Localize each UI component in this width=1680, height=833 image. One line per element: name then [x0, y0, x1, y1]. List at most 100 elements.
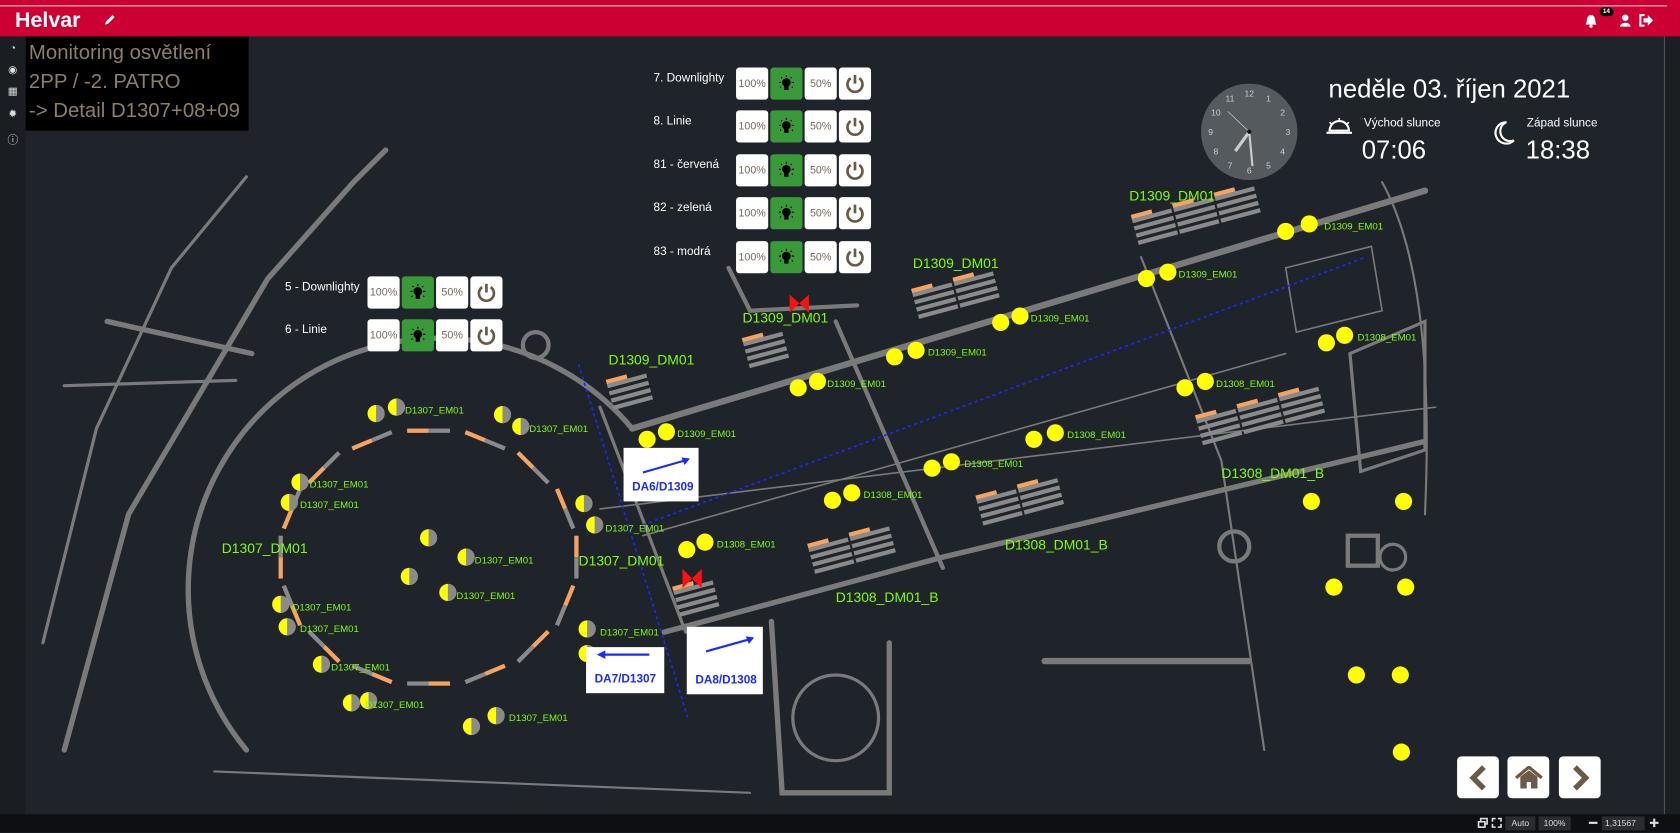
- emergency-light[interactable]: D1309_EM01: [886, 341, 987, 366]
- ring-fixture[interactable]: [278, 535, 283, 579]
- emergency-light[interactable]: D1308_EM01: [823, 484, 923, 509]
- light[interactable]: [1325, 578, 1343, 596]
- ring-fixture[interactable]: [307, 629, 341, 664]
- light[interactable]: [1394, 492, 1413, 510]
- light-fixture-group[interactable]: [975, 474, 1065, 526]
- light-fixture-group[interactable]: [1194, 383, 1326, 446]
- area-link-box[interactable]: DA8/D1308: [686, 626, 763, 695]
- light[interactable]: [1347, 666, 1365, 684]
- emergency-light[interactable]: D1307_EM01: [280, 493, 359, 512]
- ring-fixture[interactable]: [407, 681, 450, 686]
- level-50-button[interactable]: 50%: [804, 110, 837, 143]
- level-50-button[interactable]: 50%: [436, 276, 469, 309]
- light-fixture-group[interactable]: [741, 328, 790, 369]
- level-100-button[interactable]: 100%: [736, 197, 769, 230]
- emergency-light[interactable]: D1307_EM01: [462, 707, 568, 735]
- light[interactable]: [1391, 666, 1409, 684]
- eye-icon[interactable]: ◉: [8, 64, 18, 77]
- level-50-button[interactable]: 50%: [804, 154, 837, 187]
- scrollbar[interactable]: [1663, 36, 1680, 815]
- light-on-button[interactable]: [401, 319, 434, 352]
- light-on-button[interactable]: [770, 154, 803, 187]
- level-50-button[interactable]: 50%: [436, 319, 469, 352]
- info-icon[interactable]: ⓘ: [7, 134, 19, 147]
- light-fixture-group[interactable]: [1130, 182, 1261, 245]
- emergency-light[interactable]: D1308_EM01: [1025, 424, 1126, 448]
- dashboard-icon[interactable]: ◔: [9, 42, 17, 55]
- level-100-button[interactable]: 100%: [736, 241, 769, 274]
- zoom-out-icon[interactable]: [1588, 817, 1599, 828]
- ring-fixture[interactable]: [281, 584, 303, 627]
- level-100-button[interactable]: 100%: [736, 110, 769, 143]
- light-on-button[interactable]: [770, 197, 803, 230]
- emergency-light[interactable]: D1307_EM01: [400, 567, 516, 602]
- power-off-button[interactable]: [838, 154, 872, 187]
- calendar-icon[interactable]: ▦: [7, 85, 18, 98]
- gear-icon[interactable]: ✹: [8, 108, 18, 120]
- emergency-light[interactable]: D1308_EM01: [923, 453, 1024, 477]
- fullscreen-icon[interactable]: [1491, 817, 1502, 828]
- zoom-100-button[interactable]: 100%: [1538, 816, 1571, 831]
- light-on-button[interactable]: [401, 276, 434, 309]
- zoom-in-icon[interactable]: [1649, 817, 1660, 828]
- emergency-light[interactable]: D1309_EM01: [789, 372, 886, 397]
- ring-fixture[interactable]: [351, 430, 393, 451]
- ring-fixture[interactable]: [554, 488, 576, 530]
- logout-icon[interactable]: [1639, 13, 1654, 27]
- brand-logo[interactable]: Helvar: [14, 8, 81, 33]
- power-off-button[interactable]: [838, 67, 872, 100]
- ring-fixture[interactable]: [351, 663, 393, 685]
- ring-fixture[interactable]: [464, 430, 506, 451]
- home-button[interactable]: [1507, 756, 1550, 799]
- light-on-button[interactable]: [770, 241, 803, 274]
- level-100-button[interactable]: 100%: [736, 67, 769, 100]
- zoom-auto-button[interactable]: Auto: [1505, 816, 1536, 831]
- emergency-light[interactable]: D1307_EM01: [367, 398, 464, 423]
- ring-fixture[interactable]: [574, 535, 579, 579]
- emergency-light[interactable]: D1309_EM01: [638, 423, 736, 448]
- ring-fixture[interactable]: [516, 629, 550, 664]
- area-link-box[interactable]: DA6/D1309: [623, 447, 699, 502]
- emergency-light[interactable]: D1309_EM01: [1137, 263, 1238, 288]
- emergency-light[interactable]: D1307_EM01: [272, 595, 351, 614]
- scale-input[interactable]: 1,31567: [1601, 816, 1645, 831]
- emergency-light[interactable]: D1309_EM01: [992, 307, 1090, 332]
- light-on-button[interactable]: [770, 67, 803, 100]
- emergency-light[interactable]: D1307_EM01: [278, 618, 359, 636]
- fault-icon[interactable]: [682, 294, 809, 589]
- light-fixture-group[interactable]: [807, 522, 896, 574]
- light-on-button[interactable]: [770, 110, 803, 143]
- ring-fixture[interactable]: [307, 451, 341, 485]
- bell-icon[interactable]: [1585, 14, 1598, 28]
- emergency-light[interactable]: D1308_EM01: [1176, 372, 1275, 397]
- light-fixture-group[interactable]: [672, 576, 720, 617]
- emergency-light[interactable]: D1307_EM01: [291, 473, 368, 491]
- ring-fixture[interactable]: [554, 584, 576, 627]
- light-fixture-group[interactable]: [605, 369, 654, 410]
- emergency-light[interactable]: D1307_EM01: [493, 406, 588, 435]
- emergency-light[interactable]: D1309_EM01: [1277, 215, 1383, 240]
- emergency-light[interactable]: D1307_EM01: [575, 494, 664, 534]
- area-link-box[interactable]: DA7/D1307: [586, 647, 665, 694]
- emergency-light[interactable]: D1307_EM01: [419, 529, 534, 567]
- ring-fixture[interactable]: [516, 451, 550, 485]
- power-off-button[interactable]: [838, 110, 872, 143]
- power-off-button[interactable]: [838, 241, 872, 274]
- pencil-icon[interactable]: [104, 14, 116, 26]
- level-50-button[interactable]: 50%: [804, 197, 837, 230]
- forward-button[interactable]: [1558, 756, 1601, 799]
- level-100-button[interactable]: 100%: [367, 319, 400, 352]
- power-off-button[interactable]: [470, 319, 503, 352]
- breadcrumb-detail[interactable]: -> Detail D1307+08+09: [28, 99, 241, 123]
- light-fixture-group[interactable]: [911, 267, 1000, 319]
- back-button[interactable]: [1457, 756, 1499, 799]
- level-100-button[interactable]: 100%: [736, 154, 769, 187]
- emergency-light[interactable]: D1308_EM01: [1317, 326, 1417, 352]
- level-50-button[interactable]: 50%: [804, 241, 837, 274]
- emergency-light[interactable]: D1308_EM01: [678, 533, 776, 559]
- level-50-button[interactable]: 50%: [804, 67, 837, 100]
- level-100-button[interactable]: 100%: [367, 276, 400, 309]
- restore-window-icon[interactable]: [1477, 817, 1488, 828]
- power-off-button[interactable]: [838, 197, 872, 230]
- emergency-light[interactable]: D1307_EM01: [312, 655, 390, 674]
